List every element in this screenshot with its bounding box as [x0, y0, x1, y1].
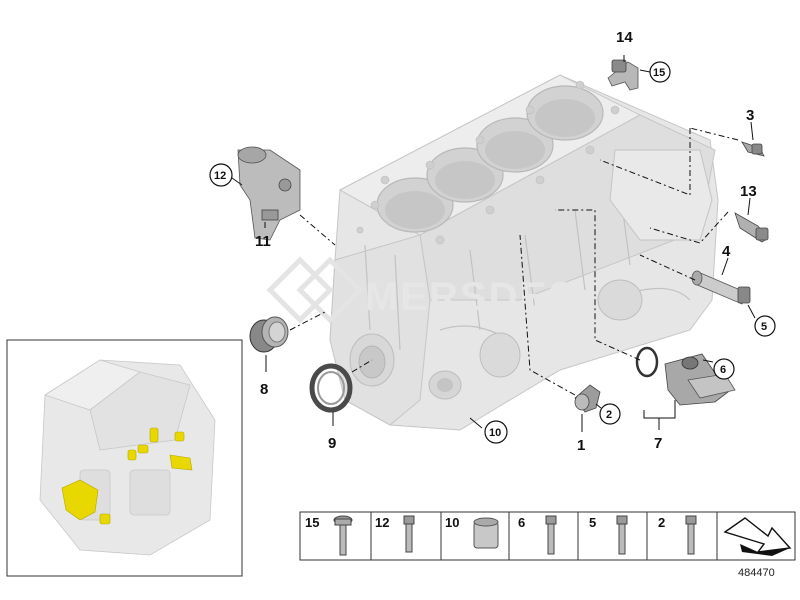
- reference-number: 484470: [738, 567, 775, 579]
- svg-text:15: 15: [305, 515, 319, 530]
- svg-text:6: 6: [720, 364, 726, 376]
- svg-text:5: 5: [589, 515, 596, 530]
- svg-text:8: 8: [260, 381, 268, 398]
- svg-text:10: 10: [489, 427, 501, 439]
- callout-1: 1: [577, 437, 585, 454]
- callout-12: 12: [209, 163, 233, 187]
- svg-text:12: 12: [214, 170, 226, 182]
- side-cover: [609, 149, 713, 241]
- oil-boss: [428, 279, 643, 400]
- watermark-text: MERSDES: [365, 275, 577, 319]
- svg-text:15: 15: [653, 67, 665, 79]
- parts-table-cell-5: 5: [589, 515, 628, 555]
- svg-text:4: 4: [722, 243, 731, 260]
- callout-10: 10: [484, 420, 508, 444]
- svg-text:11: 11: [255, 233, 271, 250]
- svg-text:1: 1: [577, 437, 585, 454]
- part-4-sensor: [691, 270, 751, 305]
- part-1-nozzle: [574, 384, 601, 413]
- svg-text:14: 14: [616, 29, 633, 46]
- svg-text:13: 13: [740, 183, 757, 200]
- watermark: MERSDES: [266, 256, 577, 324]
- part-8-plug: [249, 316, 289, 353]
- part-13-sensor: [734, 212, 769, 243]
- callout-14: 14: [616, 29, 633, 46]
- part-11-bracket: [237, 146, 301, 241]
- svg-text:3: 3: [746, 107, 754, 124]
- callout-13: 13: [740, 183, 757, 200]
- parts-table-cell-2: 2: [658, 515, 697, 555]
- callout-15: 15: [649, 61, 671, 83]
- callout-9: 9: [328, 435, 336, 452]
- part-9-seal: [309, 363, 353, 413]
- svg-text:12: 12: [375, 515, 389, 530]
- parts-table-cell-10: 10: [445, 515, 499, 549]
- parts-table-cell-15: 15: [305, 515, 353, 556]
- part-3-sensor: [741, 141, 765, 157]
- callout-6: 6: [713, 358, 735, 380]
- svg-text:9: 9: [328, 435, 336, 452]
- leader-lines: [231, 55, 756, 432]
- svg-text:6: 6: [518, 515, 525, 530]
- part-14-sensor: [607, 59, 639, 91]
- svg-text:10: 10: [445, 515, 459, 530]
- callout-4: 4: [722, 243, 731, 260]
- direction-arrow-icon: [723, 517, 792, 556]
- parts-table: 15 12 10 6 5 2: [299, 511, 796, 561]
- callout-3: 3: [746, 107, 754, 124]
- overview-inset: [6, 339, 243, 577]
- callout-5: 5: [754, 315, 776, 337]
- svg-text:2: 2: [658, 515, 665, 530]
- svg-text:5: 5: [761, 321, 767, 333]
- callout-2: 2: [599, 403, 621, 425]
- callout-11: 11: [255, 233, 271, 250]
- callout-8: 8: [260, 381, 268, 398]
- parts-table-cell-6: 6: [518, 515, 557, 555]
- svg-text:7: 7: [654, 435, 662, 452]
- deck-holes: [356, 80, 620, 245]
- part-7-thermostat: [635, 346, 736, 406]
- callout-7: 7: [654, 435, 662, 452]
- svg-text:2: 2: [606, 409, 612, 421]
- parts-table-cell-12: 12: [375, 515, 415, 553]
